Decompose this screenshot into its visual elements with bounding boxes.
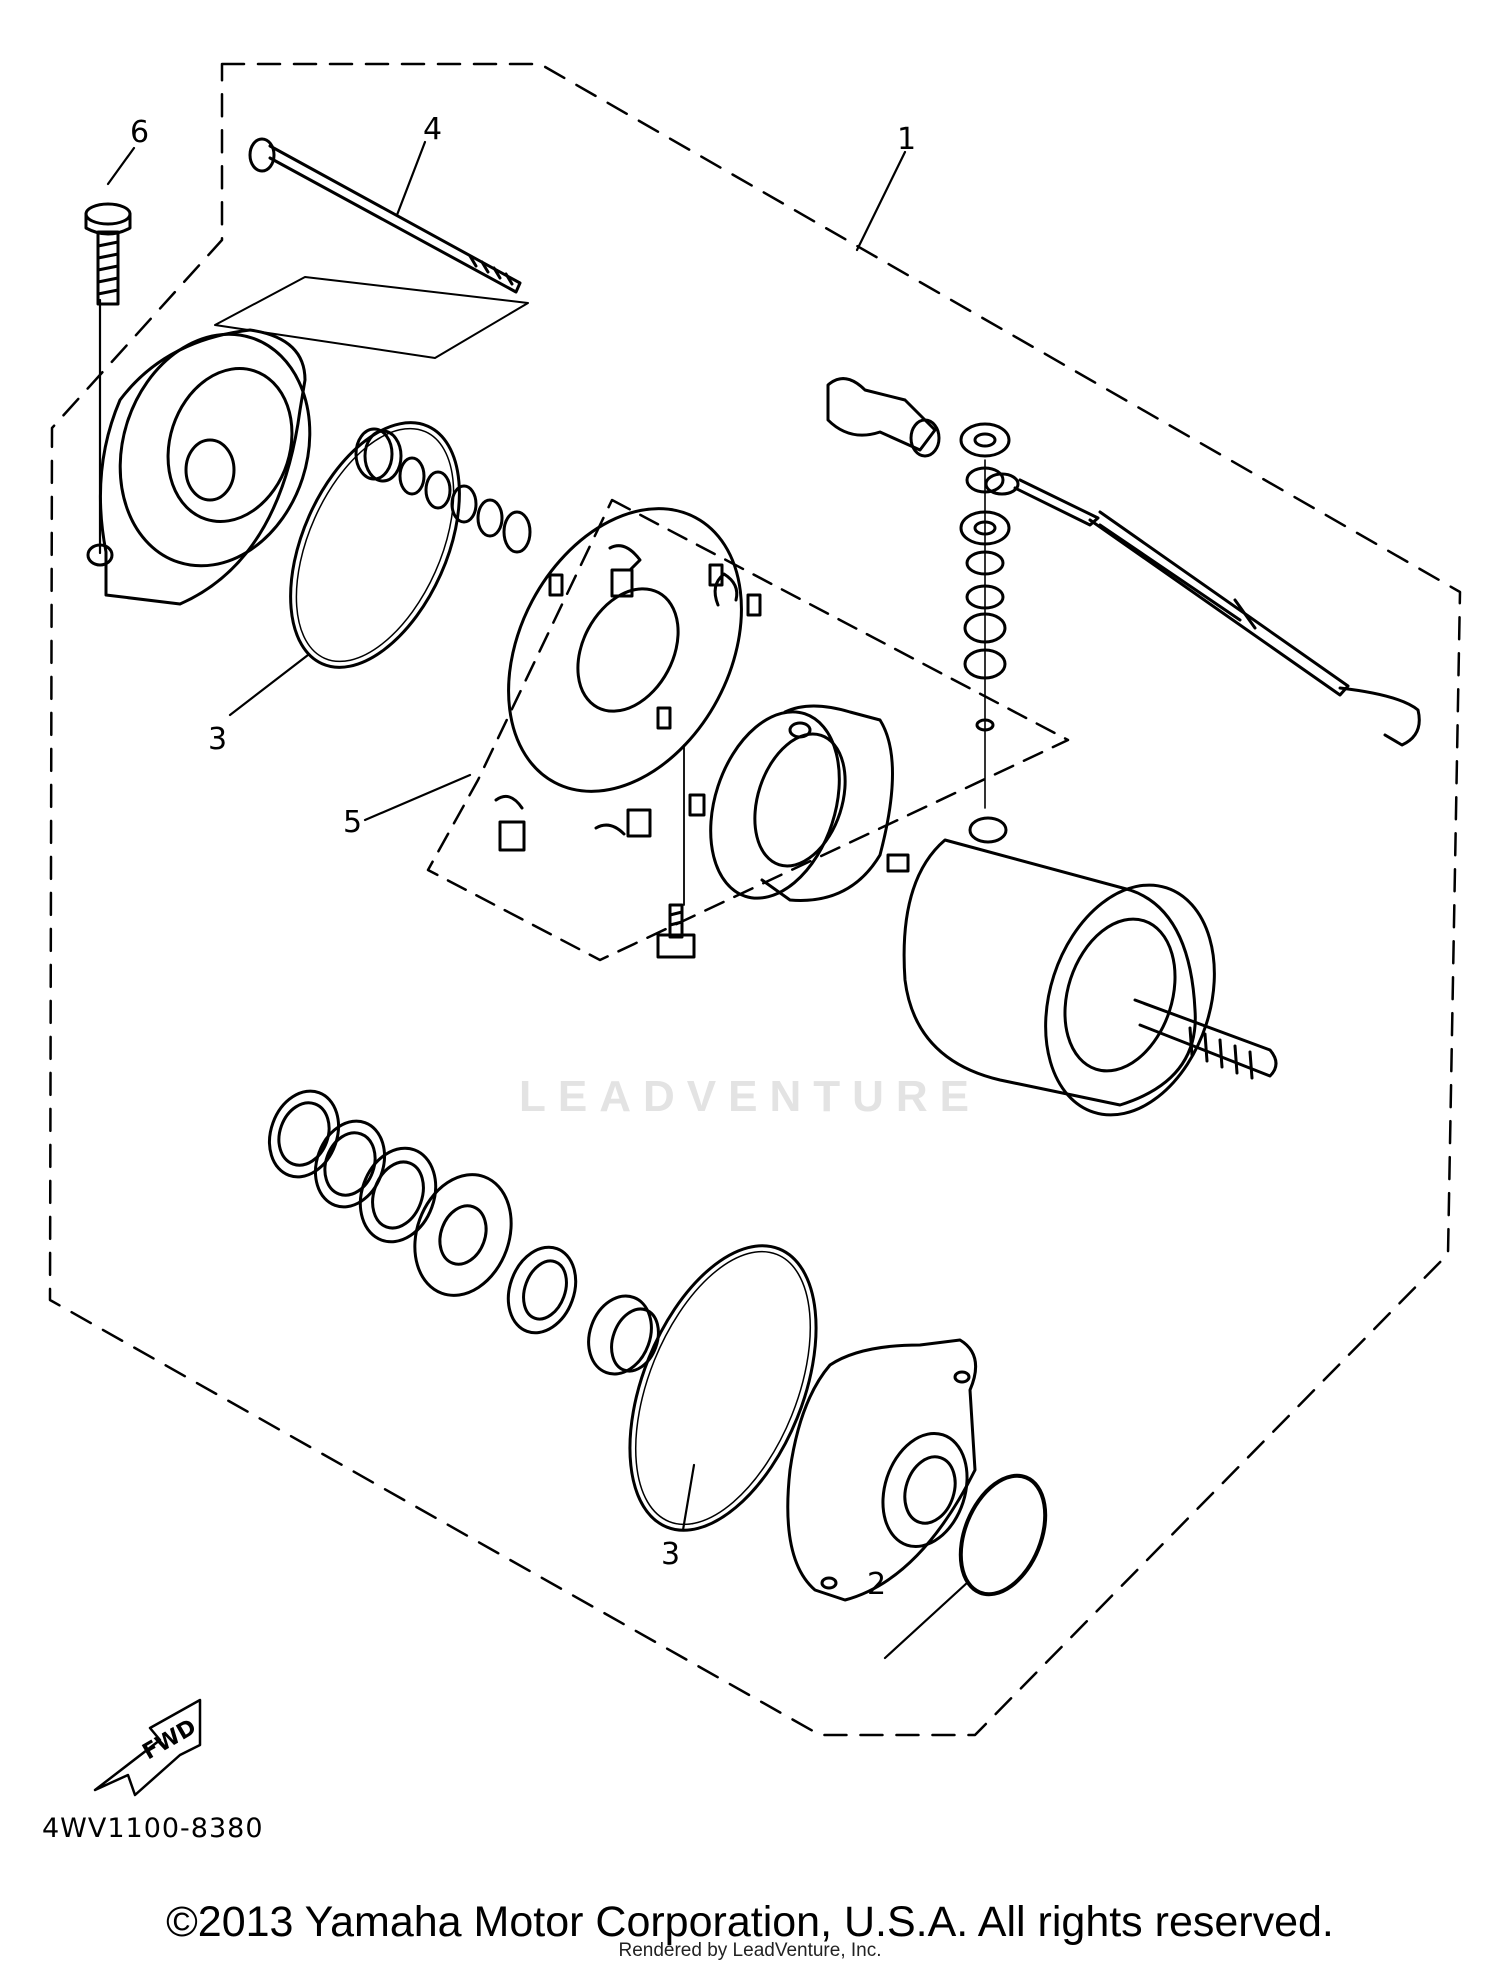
through-bolt-icon [248,137,522,294]
brush-holder-boundary [426,498,1070,962]
yoke-icon [709,704,894,902]
lower-washer-stack-icon [268,1089,660,1376]
callout-6: 6 [130,115,150,150]
callout-5: 5 [343,805,363,840]
callout-3-upper: 3 [208,722,228,757]
watermark: LEADVENTURE [518,1072,982,1121]
rear-cover-icon [786,1338,978,1602]
diagram-code: 4WV1100-8380 [42,1813,264,1844]
rendered-by-note: Rendered by LeadVenture, Inc. [618,1940,882,1961]
o-ring-small-icon [958,1473,1048,1597]
callout-4: 4 [423,112,443,147]
front-cover-icon [86,276,529,606]
motor-body-icon [886,816,1278,1117]
callout-3-lower: 3 [661,1537,681,1572]
upper-washer-stack-icon [354,427,532,554]
brush-springs-icon [494,544,739,852]
copyright-notice: ©2013 Yamaha Motor Corporation, U.S.A. A… [166,1898,1334,1946]
o-ring-upper-icon [289,421,461,669]
assembly-boundary [48,62,1462,1737]
fwd-label: FWD [139,1715,201,1765]
lead-wire-icon [984,472,1421,747]
callout-1: 1 [897,122,917,157]
o-ring-lower-icon [628,1244,818,1532]
terminal-cap-icon [826,377,941,458]
brush-plate-icon [507,507,762,793]
callout-2: 2 [867,1567,887,1602]
screw-icon [656,744,696,959]
fwd-arrow-icon: FWD [93,1698,202,1797]
terminal-hardware-icon [959,422,1011,809]
o-ring-upper-inner-icon [295,427,455,663]
o-ring-lower-inner-icon [634,1250,812,1526]
bolt-icon [84,202,132,306]
